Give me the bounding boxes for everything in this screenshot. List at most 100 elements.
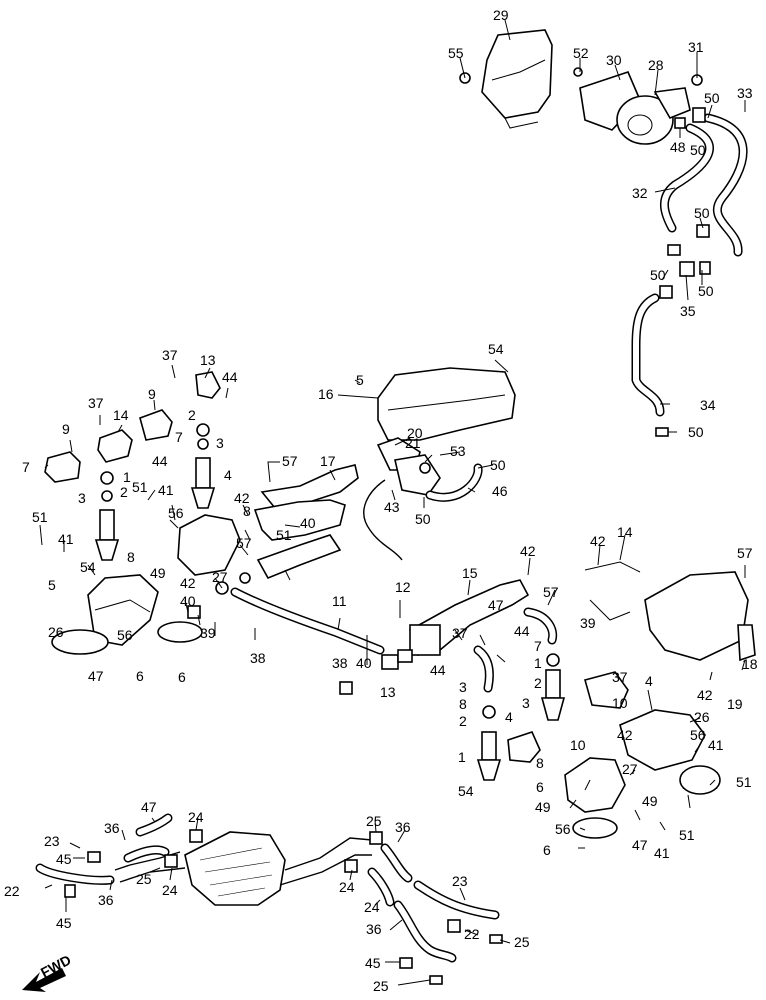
small-fittings-top <box>459 67 711 437</box>
callout: 6 <box>178 669 186 685</box>
callout: 19 <box>727 696 743 712</box>
callout-labels: 55 29 52 30 28 31 50 33 48 50 32 50 50 5… <box>4 7 758 994</box>
callout: 50 <box>688 424 704 440</box>
callout: 25 <box>373 978 389 994</box>
callout: 40 <box>180 593 196 609</box>
air-box-cover-29 <box>481 29 553 129</box>
callout: 41 <box>158 482 174 498</box>
callout: 1 <box>534 655 542 671</box>
callout: 12 <box>395 579 411 595</box>
callout: 42 <box>520 543 536 559</box>
callout: 40 <box>356 655 372 671</box>
callout: 5 <box>48 577 56 593</box>
callout: 6 <box>543 842 551 858</box>
callout: 21 <box>405 435 421 451</box>
valve-body-28 <box>616 87 691 145</box>
callout: 47 <box>88 668 104 684</box>
callout: 27 <box>212 569 228 585</box>
callout: 9 <box>148 386 156 402</box>
regulator-20-21 <box>376 437 441 496</box>
heat-shield-18-19 <box>584 561 756 662</box>
callout: 50 <box>690 142 706 158</box>
insulator-9-left <box>44 371 221 483</box>
callout: 56 <box>555 821 571 837</box>
callout: 49 <box>642 793 658 809</box>
callout: 43 <box>384 499 400 515</box>
callout: 8 <box>127 549 135 565</box>
callout: 34 <box>700 397 716 413</box>
callout: 6 <box>136 668 144 684</box>
callout: 3 <box>522 695 530 711</box>
callout: 2 <box>120 484 128 500</box>
callout: 3 <box>78 490 86 506</box>
callout: 35 <box>680 303 696 319</box>
callout: 7 <box>534 638 542 654</box>
callout: 8 <box>243 503 251 519</box>
callout: 38 <box>250 650 266 666</box>
callout: 33 <box>737 85 753 101</box>
callout: 39 <box>580 615 596 631</box>
callout: 4 <box>645 673 653 689</box>
callout: 45 <box>56 851 72 867</box>
callout: 38 <box>332 655 348 671</box>
callout: 57 <box>543 584 559 600</box>
callout: 5 <box>356 372 364 388</box>
callout: 44 <box>514 623 530 639</box>
callout: 3 <box>459 679 467 695</box>
injectors-left <box>94 423 216 561</box>
callout: 7 <box>22 459 30 475</box>
callout: 18 <box>742 656 758 672</box>
callout: 24 <box>364 899 380 915</box>
callout: 44 <box>152 453 168 469</box>
callout: 51 <box>132 479 148 495</box>
callout: 42 <box>617 727 633 743</box>
fittings-bottom <box>64 829 503 985</box>
callout: 51 <box>32 509 48 525</box>
callout: 56 <box>690 727 706 743</box>
injectors-right <box>476 653 566 781</box>
callout: 37 <box>88 395 104 411</box>
fwd-arrow-icon <box>22 968 66 992</box>
callout: 54 <box>458 783 474 799</box>
callout: 6 <box>536 779 544 795</box>
callout: 52 <box>573 45 589 61</box>
callout: 57 <box>737 545 753 561</box>
callout: 49 <box>150 565 166 581</box>
fuel-line-12 <box>230 587 385 655</box>
callout: 4 <box>505 709 513 725</box>
hose-24-set <box>123 813 413 907</box>
callout: 50 <box>698 283 714 299</box>
callout: 36 <box>366 921 382 937</box>
callout: 50 <box>415 511 431 527</box>
callout: 13 <box>200 352 216 368</box>
callout: 45 <box>56 915 72 931</box>
callout: 41 <box>708 737 724 753</box>
callout: 2 <box>188 407 196 423</box>
callout: 25 <box>136 871 152 887</box>
hose-22-23 <box>35 863 500 963</box>
hose-32 <box>660 123 714 233</box>
callout: 50 <box>490 457 506 473</box>
callout: 50 <box>704 90 720 106</box>
callout: 47 <box>632 837 648 853</box>
callout: 50 <box>650 267 666 283</box>
vacuum-line-43 <box>363 479 403 561</box>
callout: 24 <box>339 879 355 895</box>
callout: 57 <box>282 453 298 469</box>
callout: 36 <box>395 819 411 835</box>
callout: 4 <box>224 467 232 483</box>
fuel-rail-15 <box>409 579 530 656</box>
callout: 25 <box>514 934 530 950</box>
callout: 14 <box>113 407 129 423</box>
callout: 37 <box>162 347 178 363</box>
callout: 28 <box>648 57 664 73</box>
callout: 42 <box>180 575 196 591</box>
callout: 22 <box>4 883 20 899</box>
heat-shield-16 <box>377 367 516 441</box>
callout: 50 <box>694 205 710 221</box>
callout: 42 <box>234 490 250 506</box>
callout: 27 <box>622 761 638 777</box>
callout: 36 <box>104 820 120 836</box>
callout: 46 <box>492 483 508 499</box>
